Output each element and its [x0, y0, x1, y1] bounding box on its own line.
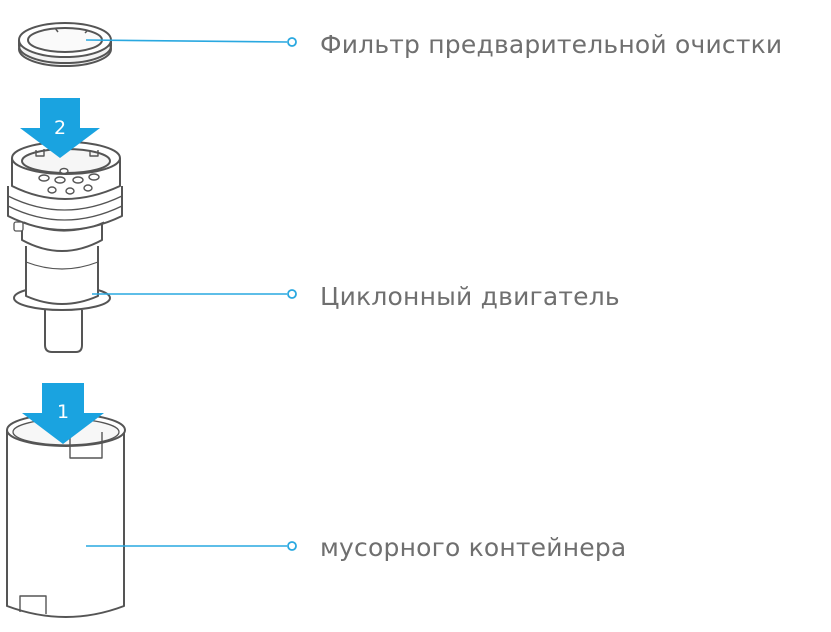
leader-line-dust-bin — [86, 541, 297, 551]
label-pre-filter: Фильтр предварительной очистки — [320, 30, 783, 59]
leader-line-cyclone-motor — [92, 289, 297, 299]
step-arrow-1 — [22, 383, 104, 444]
label-dust-bin: мусорного контейнера — [320, 533, 627, 562]
leader-line-pre-filter — [85, 37, 297, 47]
step-arrow-2 — [20, 98, 100, 158]
cyclone-motor — [7, 141, 123, 353]
step-number-2: 2 — [54, 117, 66, 139]
pre-filter-ring — [18, 22, 112, 67]
step-number-1: 1 — [57, 401, 69, 423]
dust-bin-container — [6, 413, 126, 618]
label-cyclone-motor: Циклонный двигатель — [320, 282, 620, 311]
